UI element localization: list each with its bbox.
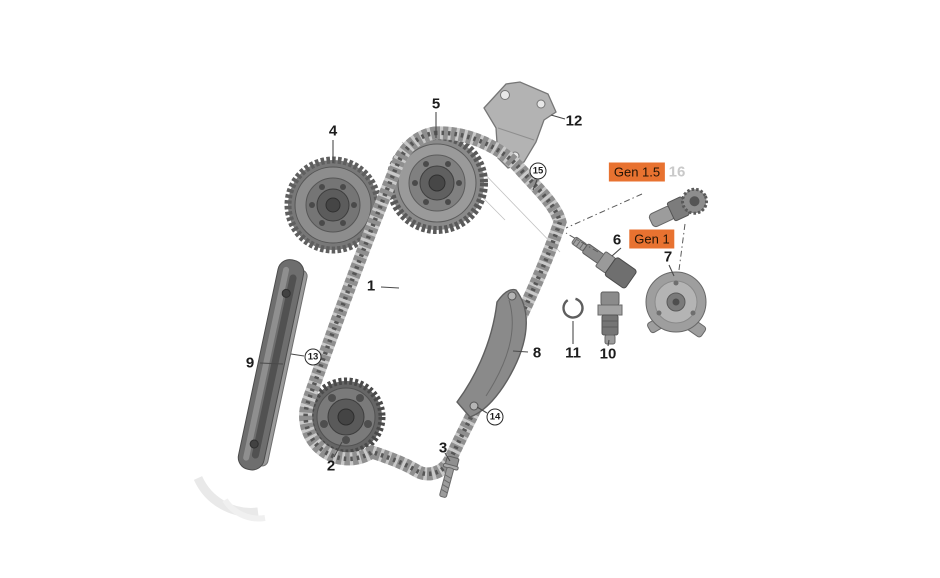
circled-callout-13[interactable]: 13 — [304, 348, 322, 366]
callout-4[interactable]: 4 — [328, 122, 338, 140]
callout-1[interactable]: 1 — [366, 277, 376, 295]
timing-chain-part-1 — [299, 126, 567, 481]
callout-12[interactable]: 12 — [565, 112, 583, 130]
callout-3[interactable]: 3 — [438, 439, 448, 457]
callout-5[interactable]: 5 — [431, 95, 441, 113]
leader-lines — [259, 112, 675, 462]
sensor-part-6 — [571, 236, 637, 289]
crank-sprocket-part-2 — [306, 377, 386, 457]
cover-part-7 — [645, 271, 707, 338]
callout-6[interactable]: 6 — [612, 231, 622, 249]
badge-gen-1-5[interactable]: Gen 1.5 — [608, 162, 666, 182]
vanos-gear-part-4 — [284, 156, 382, 254]
callout-10[interactable]: 10 — [599, 345, 617, 363]
tensioner-rail-part-8 — [456, 288, 527, 418]
vanos-gear-part-5 — [386, 132, 488, 234]
watermark — [193, 476, 266, 522]
actuator-part-16 — [648, 187, 709, 228]
callout-8[interactable]: 8 — [532, 344, 542, 362]
dashed-leader-lines — [565, 193, 686, 271]
solenoid-part-10 — [597, 291, 623, 345]
callout-9[interactable]: 9 — [245, 354, 255, 372]
circled-callout-14[interactable]: 14 — [486, 408, 504, 426]
callout-16-muted[interactable]: 16 — [668, 163, 686, 181]
callout-7[interactable]: 7 — [663, 248, 673, 266]
badge-gen-1[interactable]: Gen 1 — [629, 229, 675, 249]
callout-2[interactable]: 2 — [326, 457, 336, 475]
o-ring-part-11 — [562, 297, 584, 319]
circled-callout-15[interactable]: 15 — [529, 162, 547, 180]
callout-11[interactable]: 11 — [565, 344, 581, 362]
